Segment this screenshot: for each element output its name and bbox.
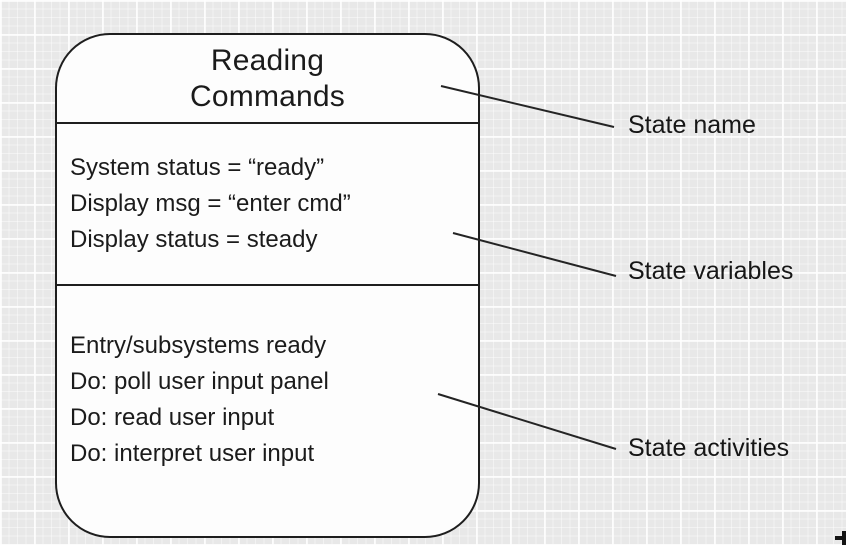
annotation-state-variables: State variables: [628, 257, 794, 285]
state-box: Reading Commands System status = “ready”…: [55, 33, 480, 538]
state-name-line-2: Commands: [190, 79, 345, 113]
state-activity-line: Do: read user input: [70, 404, 275, 431]
state-variable-line: Display msg = “enter cmd”: [70, 190, 351, 217]
state-variable-line: System status = “ready”: [70, 154, 325, 181]
state-variables-compartment: System status = “ready” Display msg = “e…: [57, 124, 478, 286]
annotation-state-activities: State activities: [628, 434, 790, 462]
state-activities-compartment: Entry/subsystems ready Do: poll user inp…: [57, 286, 478, 536]
corner-artifact: [835, 531, 846, 545]
state-activity-line: Do: poll user input panel: [70, 368, 329, 395]
state-variable-line: Display status = steady: [70, 226, 318, 253]
state-name-line-1: Reading: [210, 43, 325, 77]
state-activity-line: Do: interpret user input: [70, 440, 315, 467]
annotation-state-name: State name: [628, 111, 756, 139]
state-activity-line: Entry/subsystems ready: [70, 332, 327, 359]
state-name-compartment: Reading Commands: [57, 35, 478, 124]
